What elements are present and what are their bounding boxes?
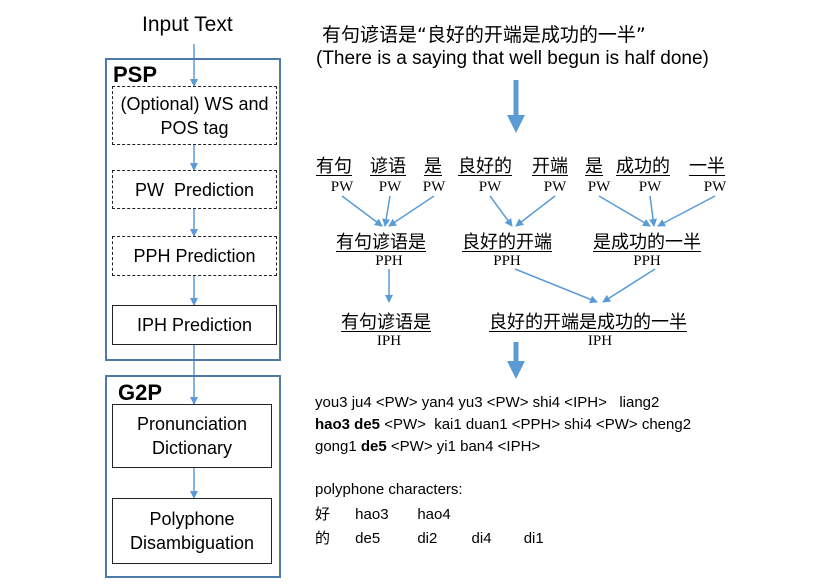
pw-tag: PW xyxy=(543,179,567,195)
sentence-chinese: 有句谚语是“良好的开端是成功的一半” xyxy=(322,24,646,46)
polyphone-reading: di4 xyxy=(471,530,492,547)
input-text-label: Input Text xyxy=(142,13,233,36)
polyphone-row: 的 de5 di2 di4 di1 xyxy=(315,527,564,548)
ws-pos-step[interactable]: (Optional) WS and POS tag xyxy=(112,86,277,145)
pinyin-output: you3 ju4 <PW> yan4 yu3 <PW> shi4 <IPH> l… xyxy=(315,392,691,458)
pph-segment: 有句谚语是 xyxy=(336,232,426,253)
pw-prediction-step[interactable]: PW Prediction xyxy=(112,170,277,209)
pw-tag: PW xyxy=(703,179,727,195)
iph-prediction-label: IPH Prediction xyxy=(136,315,253,335)
polyphone-disambiguation-step[interactable]: Polyphone Disambiguation xyxy=(112,498,272,564)
pw-segment: 成功的 xyxy=(616,156,670,177)
pronunciation-dictionary-step[interactable]: Pronunciation Dictionary xyxy=(112,404,272,468)
pw-segment: 良好的 xyxy=(458,156,512,177)
pph-tag: PPH xyxy=(493,253,521,269)
polyphone-reading: hao3 xyxy=(355,506,389,523)
polyphone-reading: di2 xyxy=(417,530,438,547)
pph-prediction-label: PPH Prediction xyxy=(133,246,256,266)
iph-segment: 有句谚语是 xyxy=(341,312,431,333)
iph-segment: 良好的开端是成功的一半 xyxy=(489,312,687,333)
iph-tag: IPH xyxy=(376,333,402,349)
iph-tag: IPH xyxy=(587,333,613,349)
pw-tag: PW xyxy=(478,179,502,195)
polyphone-char: 好 xyxy=(315,505,331,523)
polyphone-label: polyphone characters: xyxy=(315,481,463,498)
pw-tag: PW xyxy=(330,179,354,195)
pph-segment: 是成功的一半 xyxy=(593,232,701,253)
polyphone-char: 的 xyxy=(315,529,331,547)
polyphone-disambiguation-label: Polyphone Disambiguation xyxy=(129,509,255,553)
pinyin-run: <PW> kai1 duan1 <PPH> shi4 <PW> cheng2 xyxy=(380,416,692,433)
pw-tag: PW xyxy=(587,179,611,195)
pph-tag: PPH xyxy=(375,253,403,269)
pw-segment: 有句 xyxy=(316,156,352,177)
pw-segment: 谚语 xyxy=(370,156,406,177)
pronunciation-dictionary-label: Pronunciation Dictionary xyxy=(136,414,248,458)
pinyin-line: you3 ju4 <PW> yan4 yu3 <PW> shi4 <IPH> l… xyxy=(315,392,691,414)
polyphone-row: 好 hao3 hao4 xyxy=(315,503,467,524)
ws-pos-step-label: (Optional) WS and POS tag xyxy=(120,93,269,138)
sentence-english: (There is a saying that well begun is ha… xyxy=(316,48,709,69)
polyphone-reading: di1 xyxy=(523,530,544,547)
pinyin-run-bold: de5 xyxy=(360,438,387,455)
polyphone-reading: de5 xyxy=(355,530,381,547)
polyphone-reading: hao4 xyxy=(417,506,451,523)
g2p-title: G2P xyxy=(118,380,163,405)
pinyin-run: you3 ju4 <PW> yan4 yu3 <PW> shi4 <IPH> l… xyxy=(315,394,660,411)
pph-prediction-step[interactable]: PPH Prediction xyxy=(112,236,277,276)
pinyin-run-bold: hao3 de5 xyxy=(315,416,381,433)
pph-segment: 良好的开端 xyxy=(462,232,552,253)
pw-tag: PW xyxy=(378,179,402,195)
iph-prediction-step[interactable]: IPH Prediction xyxy=(112,305,277,345)
pph-tag: PPH xyxy=(633,253,661,269)
psp-frame xyxy=(105,58,281,361)
pinyin-run: gong1 xyxy=(315,438,361,455)
psp-title: PSP xyxy=(113,62,158,87)
pw-prediction-label: PW Prediction xyxy=(134,179,255,200)
pw-tag: PW xyxy=(638,179,662,195)
pw-segment: 是 xyxy=(585,156,603,177)
pinyin-line: hao3 de5 <PW> kai1 duan1 <PPH> shi4 <PW>… xyxy=(315,414,691,436)
pinyin-line: gong1 de5 <PW> yi1 ban4 <IPH> xyxy=(315,436,691,458)
pw-segment: 一半 xyxy=(689,156,725,177)
pinyin-run: <PW> yi1 ban4 <IPH> xyxy=(386,438,541,455)
g2p-frame xyxy=(105,375,281,578)
pw-tag: PW xyxy=(422,179,446,195)
pw-segment: 是 xyxy=(424,156,442,177)
pw-segment: 开端 xyxy=(532,156,568,177)
